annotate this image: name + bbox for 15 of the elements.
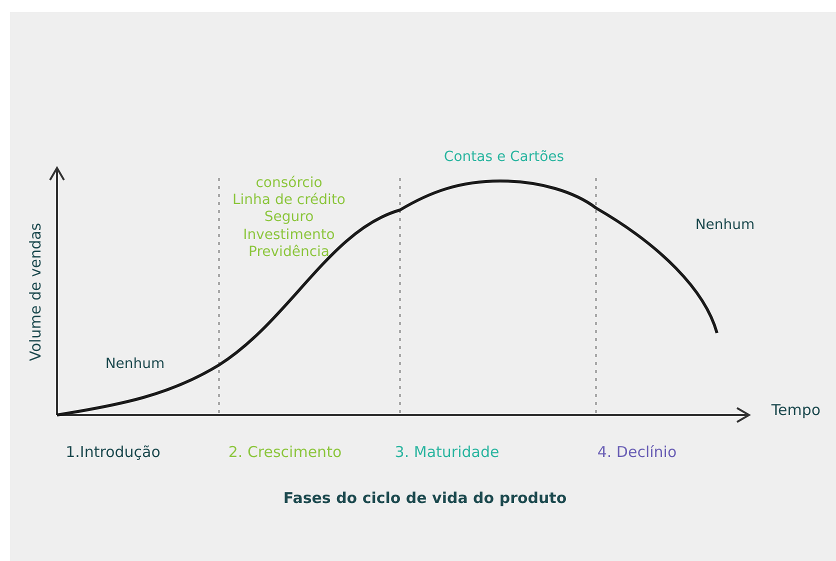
- phase-label: 1.Introdução: [66, 444, 160, 461]
- chart-caption: Fases do ciclo de vida do produto: [283, 490, 567, 507]
- phase-label: 2. Crescimento: [228, 444, 342, 461]
- product-label: Seguro: [264, 209, 314, 226]
- phase-label: 3. Maturidade: [394, 444, 500, 461]
- phase-label: 4. Declínio: [597, 444, 677, 461]
- product-label: Contas e Cartões: [444, 149, 564, 166]
- product-label: consórcio: [256, 175, 322, 192]
- product-label: Nenhum: [105, 356, 165, 373]
- axis-title: Tempo: [771, 402, 821, 419]
- product-label: Nenhum: [695, 217, 755, 234]
- product-label: Previdência: [248, 244, 330, 261]
- axis-title: Volume de vendas: [28, 222, 44, 362]
- product-label: Linha de crédito: [232, 192, 346, 209]
- product-label: Investimento: [243, 227, 335, 244]
